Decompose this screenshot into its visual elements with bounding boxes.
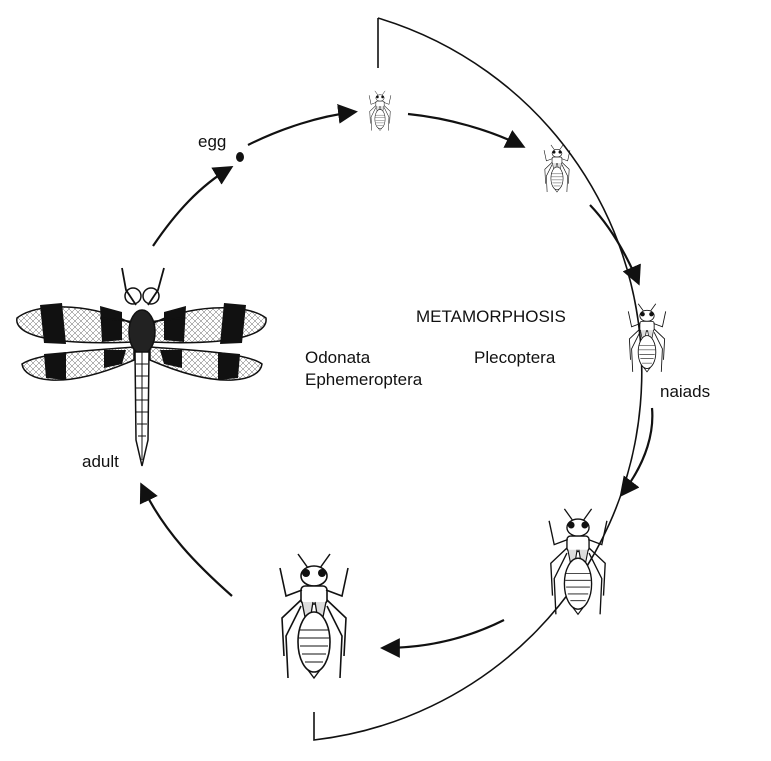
egg-label: egg — [198, 132, 227, 151]
naiad-stage-2-icon — [543, 144, 571, 193]
arrow-naiad4-to-naiad5 — [380, 619, 505, 658]
naiad-stage-3-icon — [627, 303, 667, 373]
arrow-naiad1-to-naiad2 — [407, 112, 526, 148]
adult-dragonfly-icon — [16, 267, 267, 467]
plecoptera-label: Plecoptera — [474, 348, 556, 367]
odonata-label: Odonata — [305, 348, 371, 367]
metamorphosis-label: METAMORPHOSIS — [416, 307, 566, 326]
ephemeroptera-label: Ephemeroptera — [305, 370, 423, 389]
naiad-stage-1-icon — [368, 90, 392, 131]
arrow-adult-to-egg — [152, 165, 234, 247]
arrow-egg-to-naiad1 — [247, 104, 358, 146]
adult-label: adult — [82, 452, 119, 471]
arrow-naiad5-to-adult — [139, 482, 233, 597]
naiads-label: naiads — [660, 382, 711, 401]
egg-icon — [236, 152, 244, 162]
arrow-naiad3-to-naiad4 — [619, 407, 654, 498]
arrow-naiad2-to-naiad3 — [589, 204, 641, 286]
metamorphosis-bracket — [313, 17, 643, 741]
naiad-stage-4-icon — [548, 508, 608, 615]
naiad-stage-5-icon — [279, 553, 349, 679]
